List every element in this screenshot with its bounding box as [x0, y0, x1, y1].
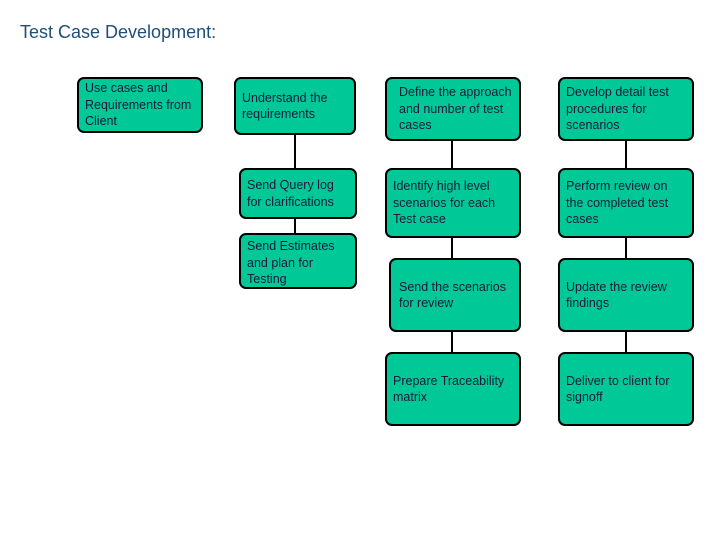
understand-requirements-box: Understand the requirements — [234, 77, 356, 135]
send-scenarios-text: Send the scenarios for review — [399, 279, 507, 311]
send-estimates-box: Send Estimates and plan for Testing — [239, 233, 357, 289]
understand-text: Understand the requirements — [242, 90, 328, 122]
perform-text: Perform review on the completed test cas… — [566, 179, 669, 227]
send-estimates-text: Send Estimates and plan for Testing — [247, 239, 335, 286]
use-cases-box: Use cases and Requirements from Client — [77, 77, 203, 133]
connector-define-identify — [451, 139, 453, 170]
develop-text: Develop detail test procedures for scena… — [566, 85, 669, 133]
deliver-text: Deliver to client for signoff — [566, 373, 670, 405]
use-cases-text: Use cases and Requirements from Client — [85, 81, 192, 129]
prepare-text: Prepare Traceability matrix — [393, 373, 505, 405]
deliver-signoff-box: Deliver to client for signoff — [558, 352, 694, 426]
connector-understand-query — [294, 135, 296, 170]
connector-develop-perform — [625, 139, 627, 170]
define-approach-box: Define the approach and number of test c… — [385, 77, 521, 141]
define-text: Define the approach and number of test c… — [399, 85, 512, 133]
update-text: Update the review findings — [566, 279, 667, 311]
send-query-box: Send Query log for clarifications — [239, 168, 357, 219]
page-title: Test Case Development: — [20, 22, 217, 42]
develop-procedures-box: Develop detail test procedures for scena… — [558, 77, 694, 141]
send-query-text: Send Query log for clarifications — [247, 178, 334, 209]
connector-send-prepare — [451, 330, 453, 354]
connector-perform-update — [625, 236, 627, 260]
connector-identify-send — [451, 236, 453, 260]
perform-review-box: Perform review on the completed test cas… — [558, 168, 694, 238]
prepare-matrix-box: Prepare Traceability matrix — [385, 352, 521, 426]
connector-query-estimates — [294, 217, 296, 235]
send-scenarios-box: Send the scenarios for review — [389, 258, 521, 332]
identify-scenarios-box: Identify high level scenarios for each T… — [385, 168, 521, 238]
connector-update-deliver — [625, 330, 627, 354]
identify-text: Identify high level scenarios for each T… — [393, 179, 496, 227]
update-findings-box: Update the review findings — [558, 258, 694, 332]
